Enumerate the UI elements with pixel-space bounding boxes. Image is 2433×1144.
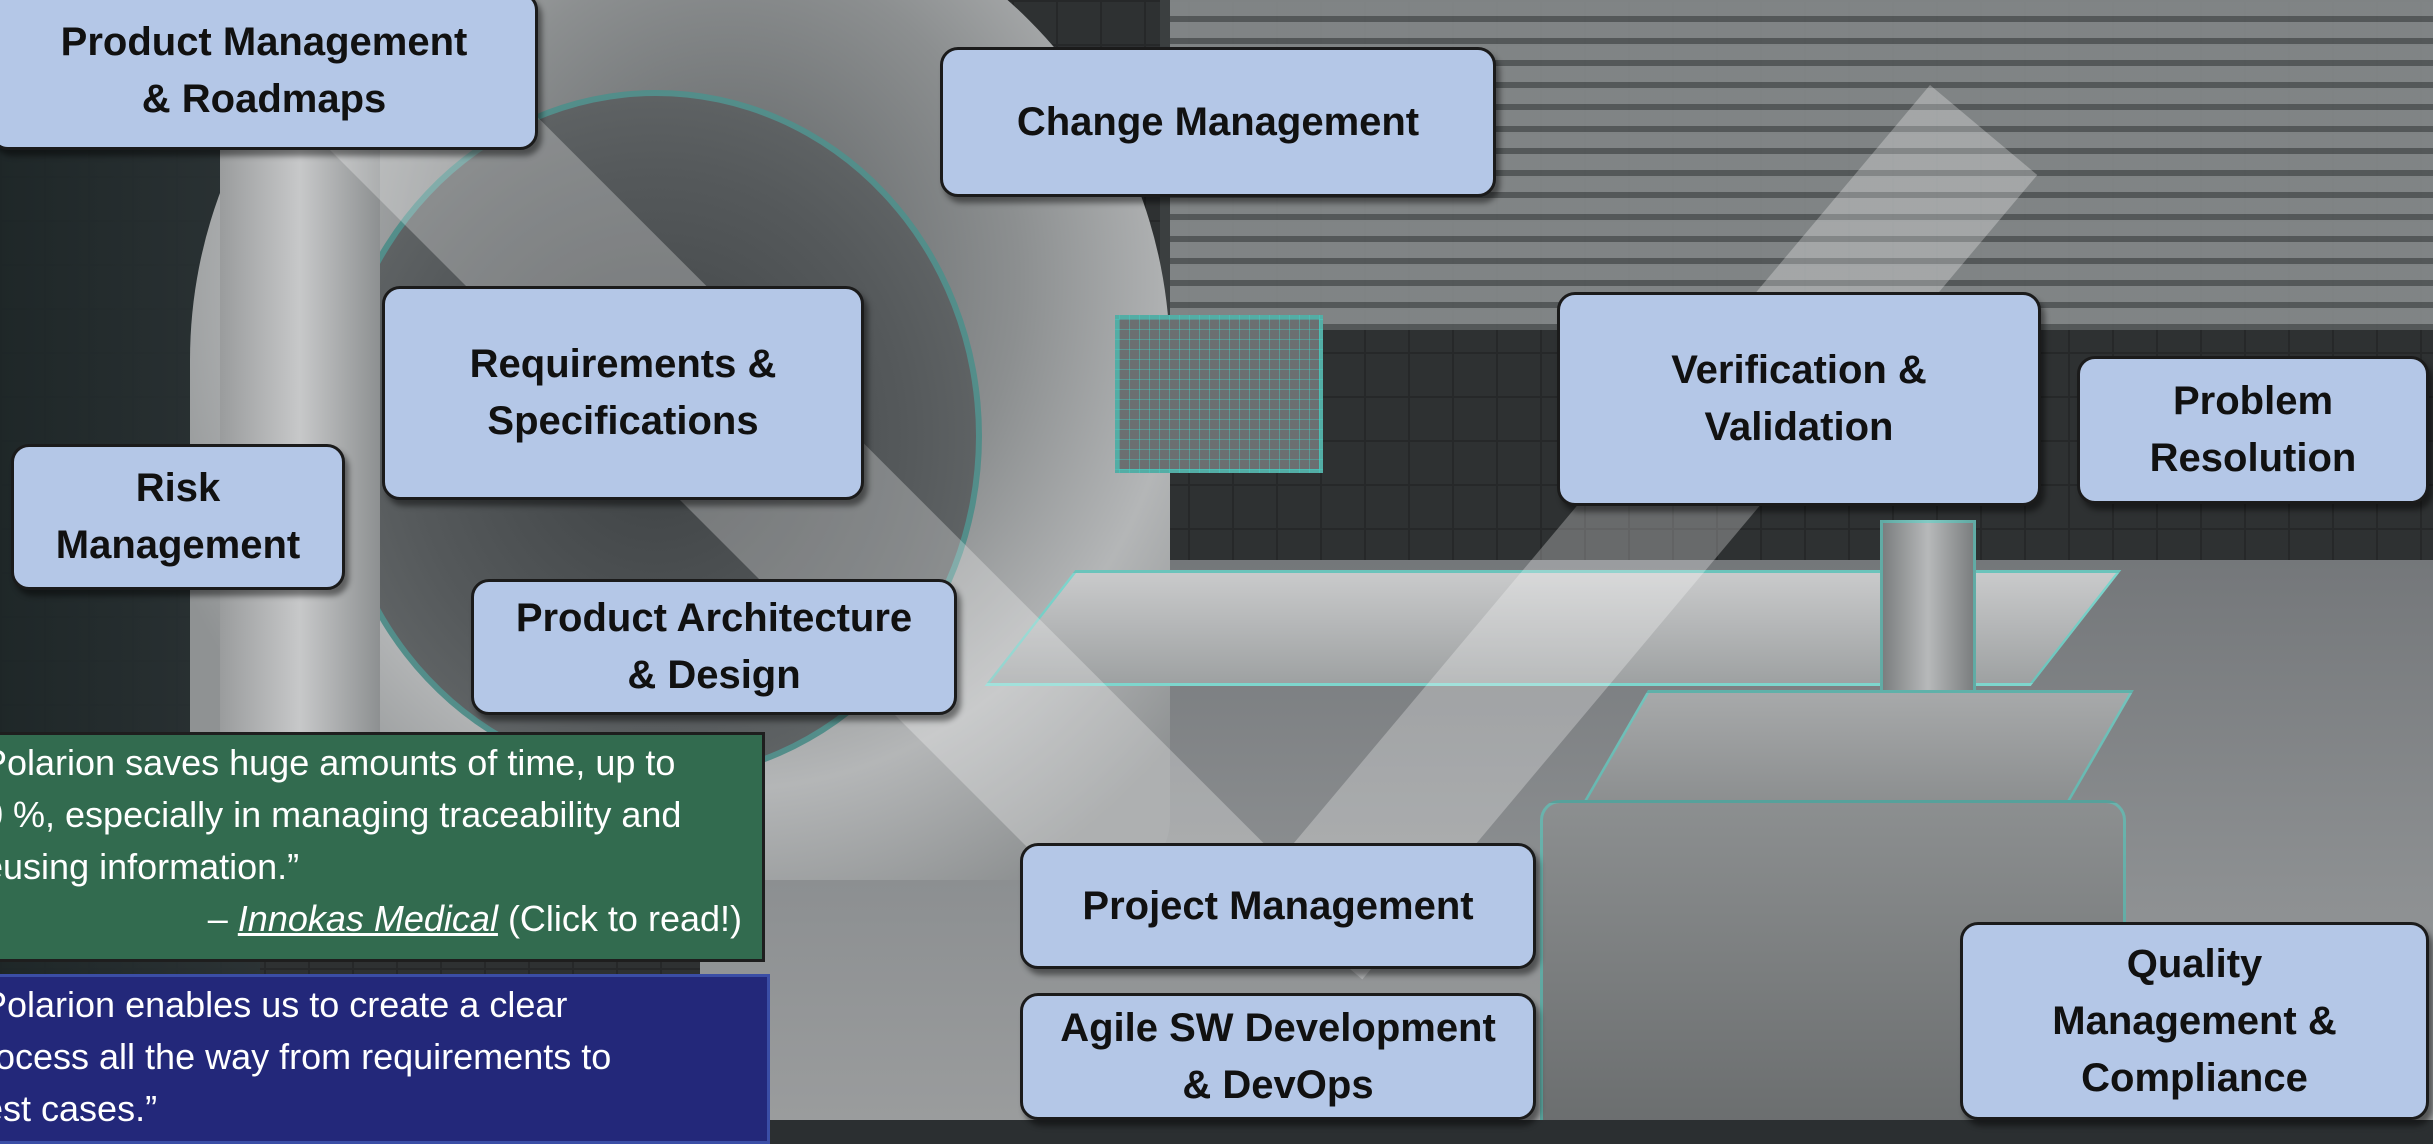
verification-box[interactable]: Verification & Validation: [1557, 292, 2041, 506]
risk-management-label: Risk Management: [55, 466, 301, 567]
product-architecture-label: Product Architecture & Design: [515, 596, 913, 697]
quality-management-box[interactable]: Quality Management & Compliance: [1960, 922, 2429, 1120]
problem-resolution-label: Problem Resolution: [2149, 379, 2357, 480]
requirements-label: Requirements & Specifications: [469, 342, 777, 443]
quality-management-label: Quality Management & Compliance: [2052, 941, 2337, 1100]
project-management-label: Project Management: [1082, 883, 1474, 928]
agile-devops-label: Agile SW Development & DevOps: [1060, 1005, 1496, 1107]
attribution-suffix: (Click to read!): [497, 898, 742, 939]
project-management-box[interactable]: Project Management: [1020, 843, 1536, 969]
attribution-prefix: –: [207, 898, 238, 939]
risk-management-box[interactable]: Risk Management: [11, 444, 345, 590]
requirements-box[interactable]: Requirements & Specifications: [382, 286, 864, 500]
change-management-box[interactable]: Change Management: [940, 47, 1496, 197]
problem-resolution-box[interactable]: Problem Resolution: [2077, 356, 2429, 504]
agile-devops-box[interactable]: Agile SW Development & DevOps: [1020, 993, 1536, 1120]
testimonial-process: Polarion enables us to create a clear ro…: [0, 974, 770, 1144]
product-architecture-box[interactable]: Product Architecture & Design: [471, 579, 957, 715]
testimonial-process-text: Polarion enables us to create a clear ro…: [0, 984, 612, 1129]
product-management-box[interactable]: Product Management & Roadmaps: [0, 0, 538, 150]
imaging-detector: [1115, 315, 1323, 473]
product-management-label: Product Management & Roadmaps: [60, 20, 468, 121]
testimonial-innokas-attribution: – Innokas Medical (Click to read!): [0, 893, 742, 945]
testimonial-innokas-text: Polarion saves huge amounts of time, up …: [0, 742, 682, 887]
innokas-medical-link[interactable]: Innokas Medical: [237, 898, 498, 939]
testimonial-innokas: Polarion saves huge amounts of time, up …: [0, 732, 765, 962]
change-management-label: Change Management: [1016, 99, 1420, 144]
verification-label: Verification & Validation: [1671, 348, 1927, 449]
